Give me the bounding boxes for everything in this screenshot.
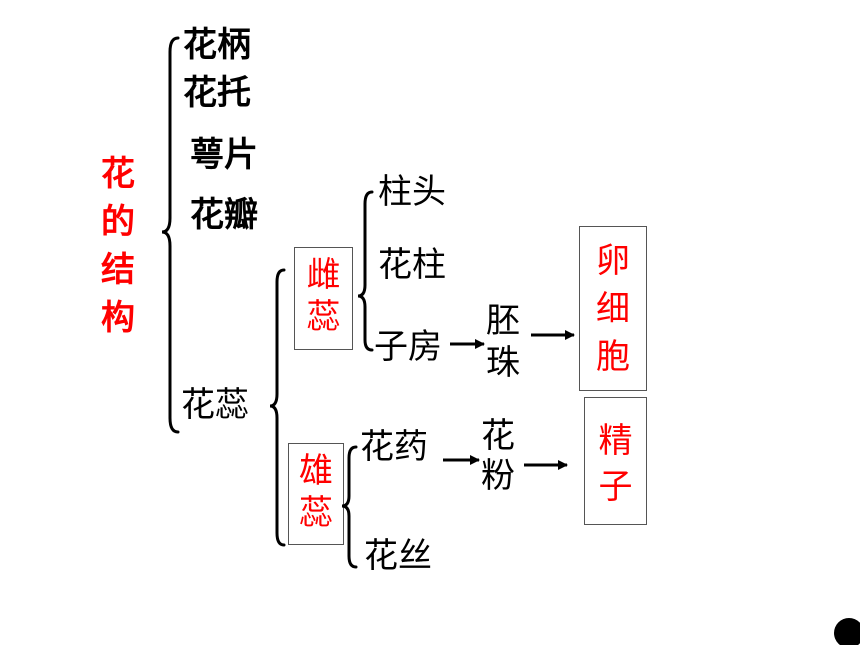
stamen-brace: [341, 445, 358, 569]
pistil-brace: [357, 190, 374, 352]
petal-label: 花瓣: [190, 195, 258, 235]
ovule-char-2: 珠: [486, 343, 520, 383]
pollen-char-1: 花: [481, 416, 515, 456]
root-char-4: 构: [101, 298, 135, 338]
pistil-char-1: 雌: [306, 255, 341, 295]
root-label: 花 的 结 构: [98, 150, 138, 342]
anther-label: 花药: [360, 427, 428, 467]
filament-label: 花丝: [364, 536, 432, 576]
egg-char-2: 细: [596, 289, 630, 329]
ovary-label: 子房: [374, 327, 442, 367]
sperm-box: [584, 397, 647, 525]
stamen-char-1: 雄: [299, 451, 333, 491]
stamen-label: 雄 蕊: [288, 450, 344, 534]
pistil-label: 雌 蕊: [294, 254, 353, 338]
main-brace: [161, 36, 180, 434]
stamen-char-2: 蕊: [299, 493, 333, 533]
egg-char-3: 胞: [596, 337, 630, 377]
corner-dot: [834, 618, 860, 645]
egg-cell-label: 卵 细 胞: [579, 237, 647, 381]
receptacle-label: 花托: [183, 73, 251, 113]
root-char-3: 结: [101, 250, 135, 290]
sepal-label: 萼片: [190, 135, 258, 175]
root-char-2: 的: [101, 202, 135, 242]
ovule-char-1: 胚: [486, 301, 520, 341]
egg-cell-box: [579, 226, 647, 391]
pollen-label: 花 粉: [481, 416, 515, 496]
sperm-char-2: 子: [598, 467, 633, 507]
stalk-label: 花柄: [183, 25, 251, 65]
stigma-label: 柱头: [378, 172, 446, 212]
pistil-box: [294, 247, 353, 350]
egg-char-1: 卵: [596, 241, 630, 281]
pollen-char-2: 粉: [481, 456, 515, 496]
stamen-pistil-label: 花蕊: [181, 385, 249, 425]
pistil-char-2: 蕊: [306, 297, 341, 337]
ovule-label: 胚 珠: [486, 300, 520, 384]
style-label: 花柱: [378, 245, 446, 285]
sperm-char-1: 精: [598, 421, 633, 461]
root-char-1: 花: [101, 154, 135, 194]
sperm-label: 精 子: [584, 418, 647, 510]
stamen-pistil-brace: [269, 268, 286, 547]
stamen-box: [288, 443, 344, 545]
